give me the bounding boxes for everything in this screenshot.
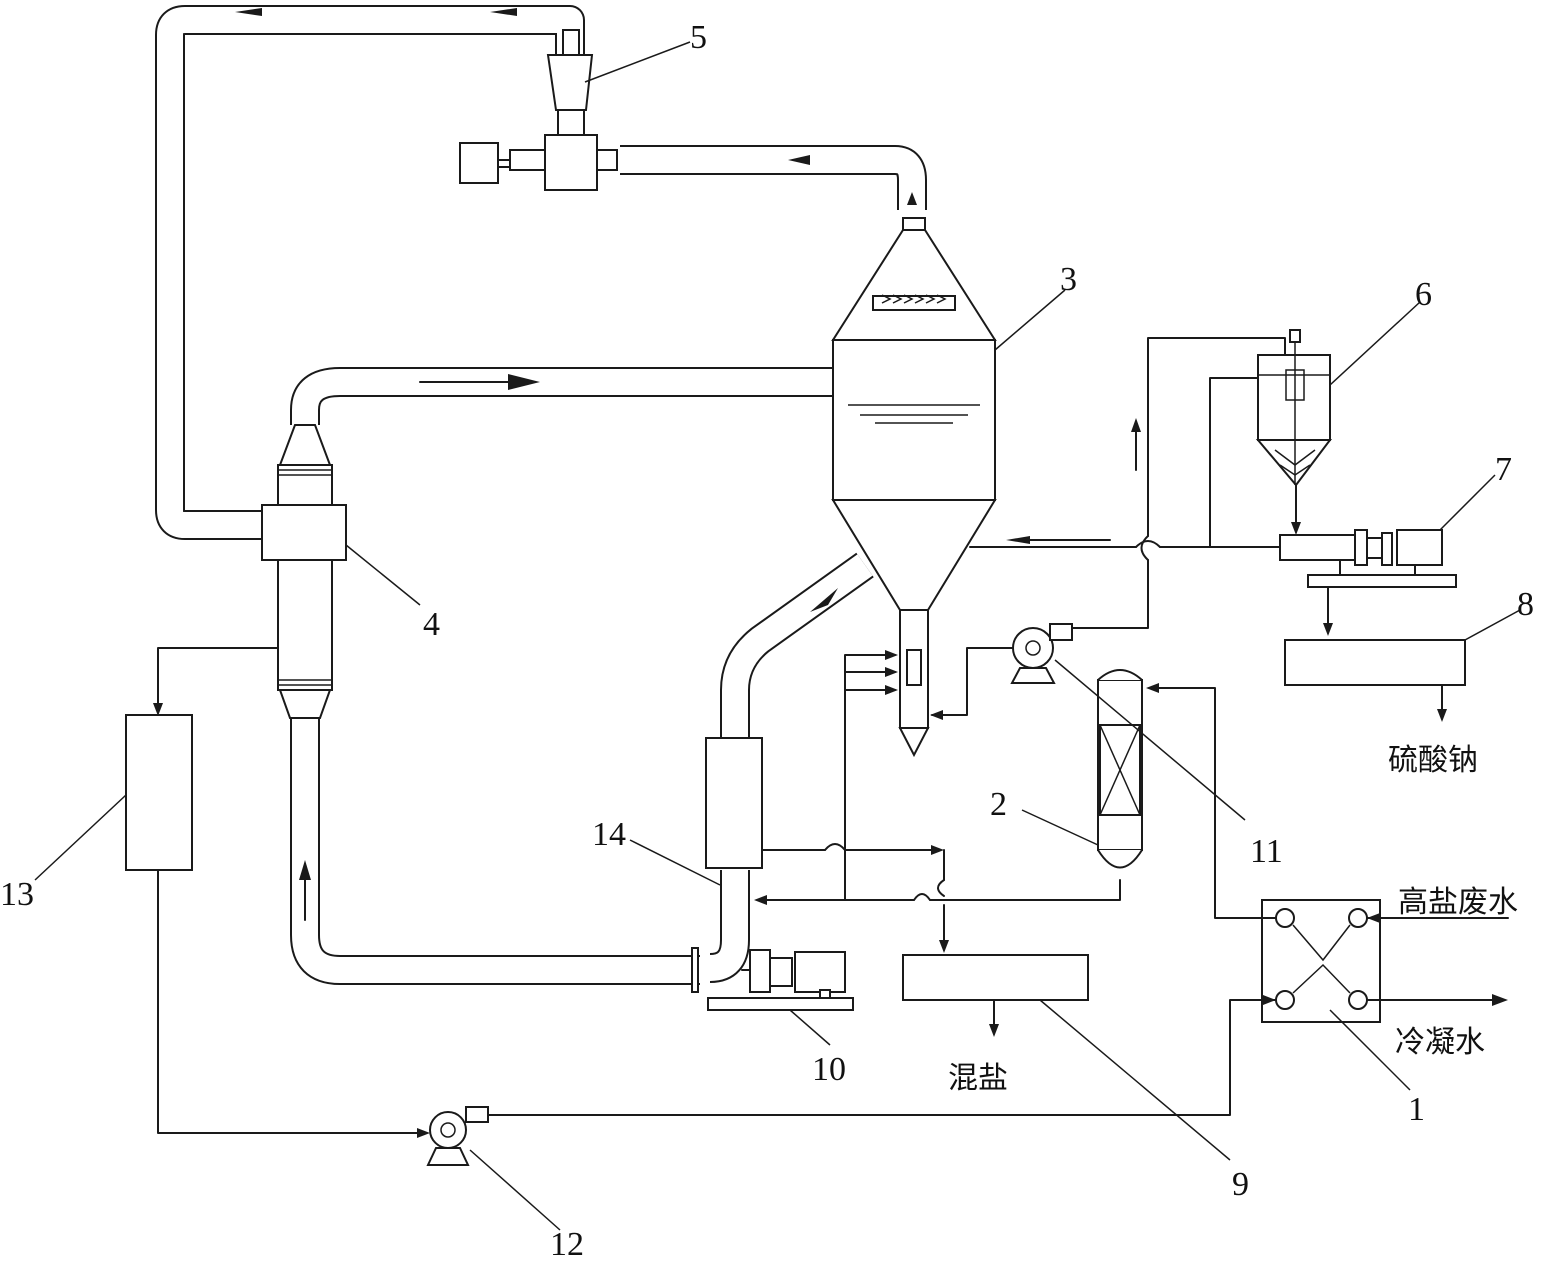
- flow-arrow: [235, 8, 517, 16]
- label-equipment-12: 12: [550, 1226, 584, 1263]
- label-equipment-11: 11: [1250, 833, 1283, 870]
- label-high-salt-wastewater: 高盐废水: [1398, 885, 1518, 920]
- leader-lines: [34, 41, 1521, 1231]
- cyclone-separator: [459, 29, 618, 191]
- heated-liquid-pipe: [290, 367, 835, 425]
- thickener-tank: [1255, 329, 1333, 487]
- label-equipment-1: 1: [1408, 1091, 1425, 1128]
- label-equipment-8: 8: [1517, 586, 1534, 623]
- vapor-outlet-pipe: [620, 145, 927, 210]
- condensate-tank: [125, 714, 193, 871]
- mixed-salt-bin: [902, 954, 1089, 1001]
- vapor-return-pipe: [155, 5, 585, 540]
- label-equipment-2: 2: [990, 786, 1007, 823]
- centrifuge: [1279, 529, 1457, 588]
- circulation-column: [705, 737, 763, 869]
- label-equipment-3: 3: [1060, 261, 1077, 298]
- circulation-return-pipe: [290, 715, 700, 985]
- condensate-pump: [426, 1106, 489, 1166]
- heater: [261, 424, 347, 719]
- label-equipment-13: 13: [0, 876, 34, 913]
- label-equipment-9: 9: [1232, 1166, 1249, 1203]
- plate-heat-exchanger: [1261, 899, 1381, 1023]
- label-equipment-14: 14: [592, 816, 626, 853]
- evaporator-crystallizer: [831, 217, 997, 758]
- label-equipment-7: 7: [1495, 451, 1512, 488]
- label-equipment-5: 5: [690, 19, 707, 56]
- circulation-pump: [691, 947, 854, 1011]
- process-lines: [153, 337, 1509, 1138]
- circulation-downcomer: [720, 552, 874, 740]
- label-equipment-10: 10: [812, 1051, 846, 1088]
- label-condensate: 冷凝水: [1395, 1025, 1485, 1060]
- label-equipment-4: 4: [423, 606, 440, 643]
- preheater-column: [1097, 669, 1143, 869]
- label-mixed-salt: 混盐: [948, 1061, 1008, 1096]
- pump-suction-pipe: [708, 870, 750, 983]
- feed-pump: [1010, 623, 1073, 684]
- label-sodium-sulfate: 硫酸钠: [1388, 743, 1478, 778]
- label-equipment-6: 6: [1415, 276, 1432, 313]
- sodium-sulfate-bin: [1284, 639, 1466, 686]
